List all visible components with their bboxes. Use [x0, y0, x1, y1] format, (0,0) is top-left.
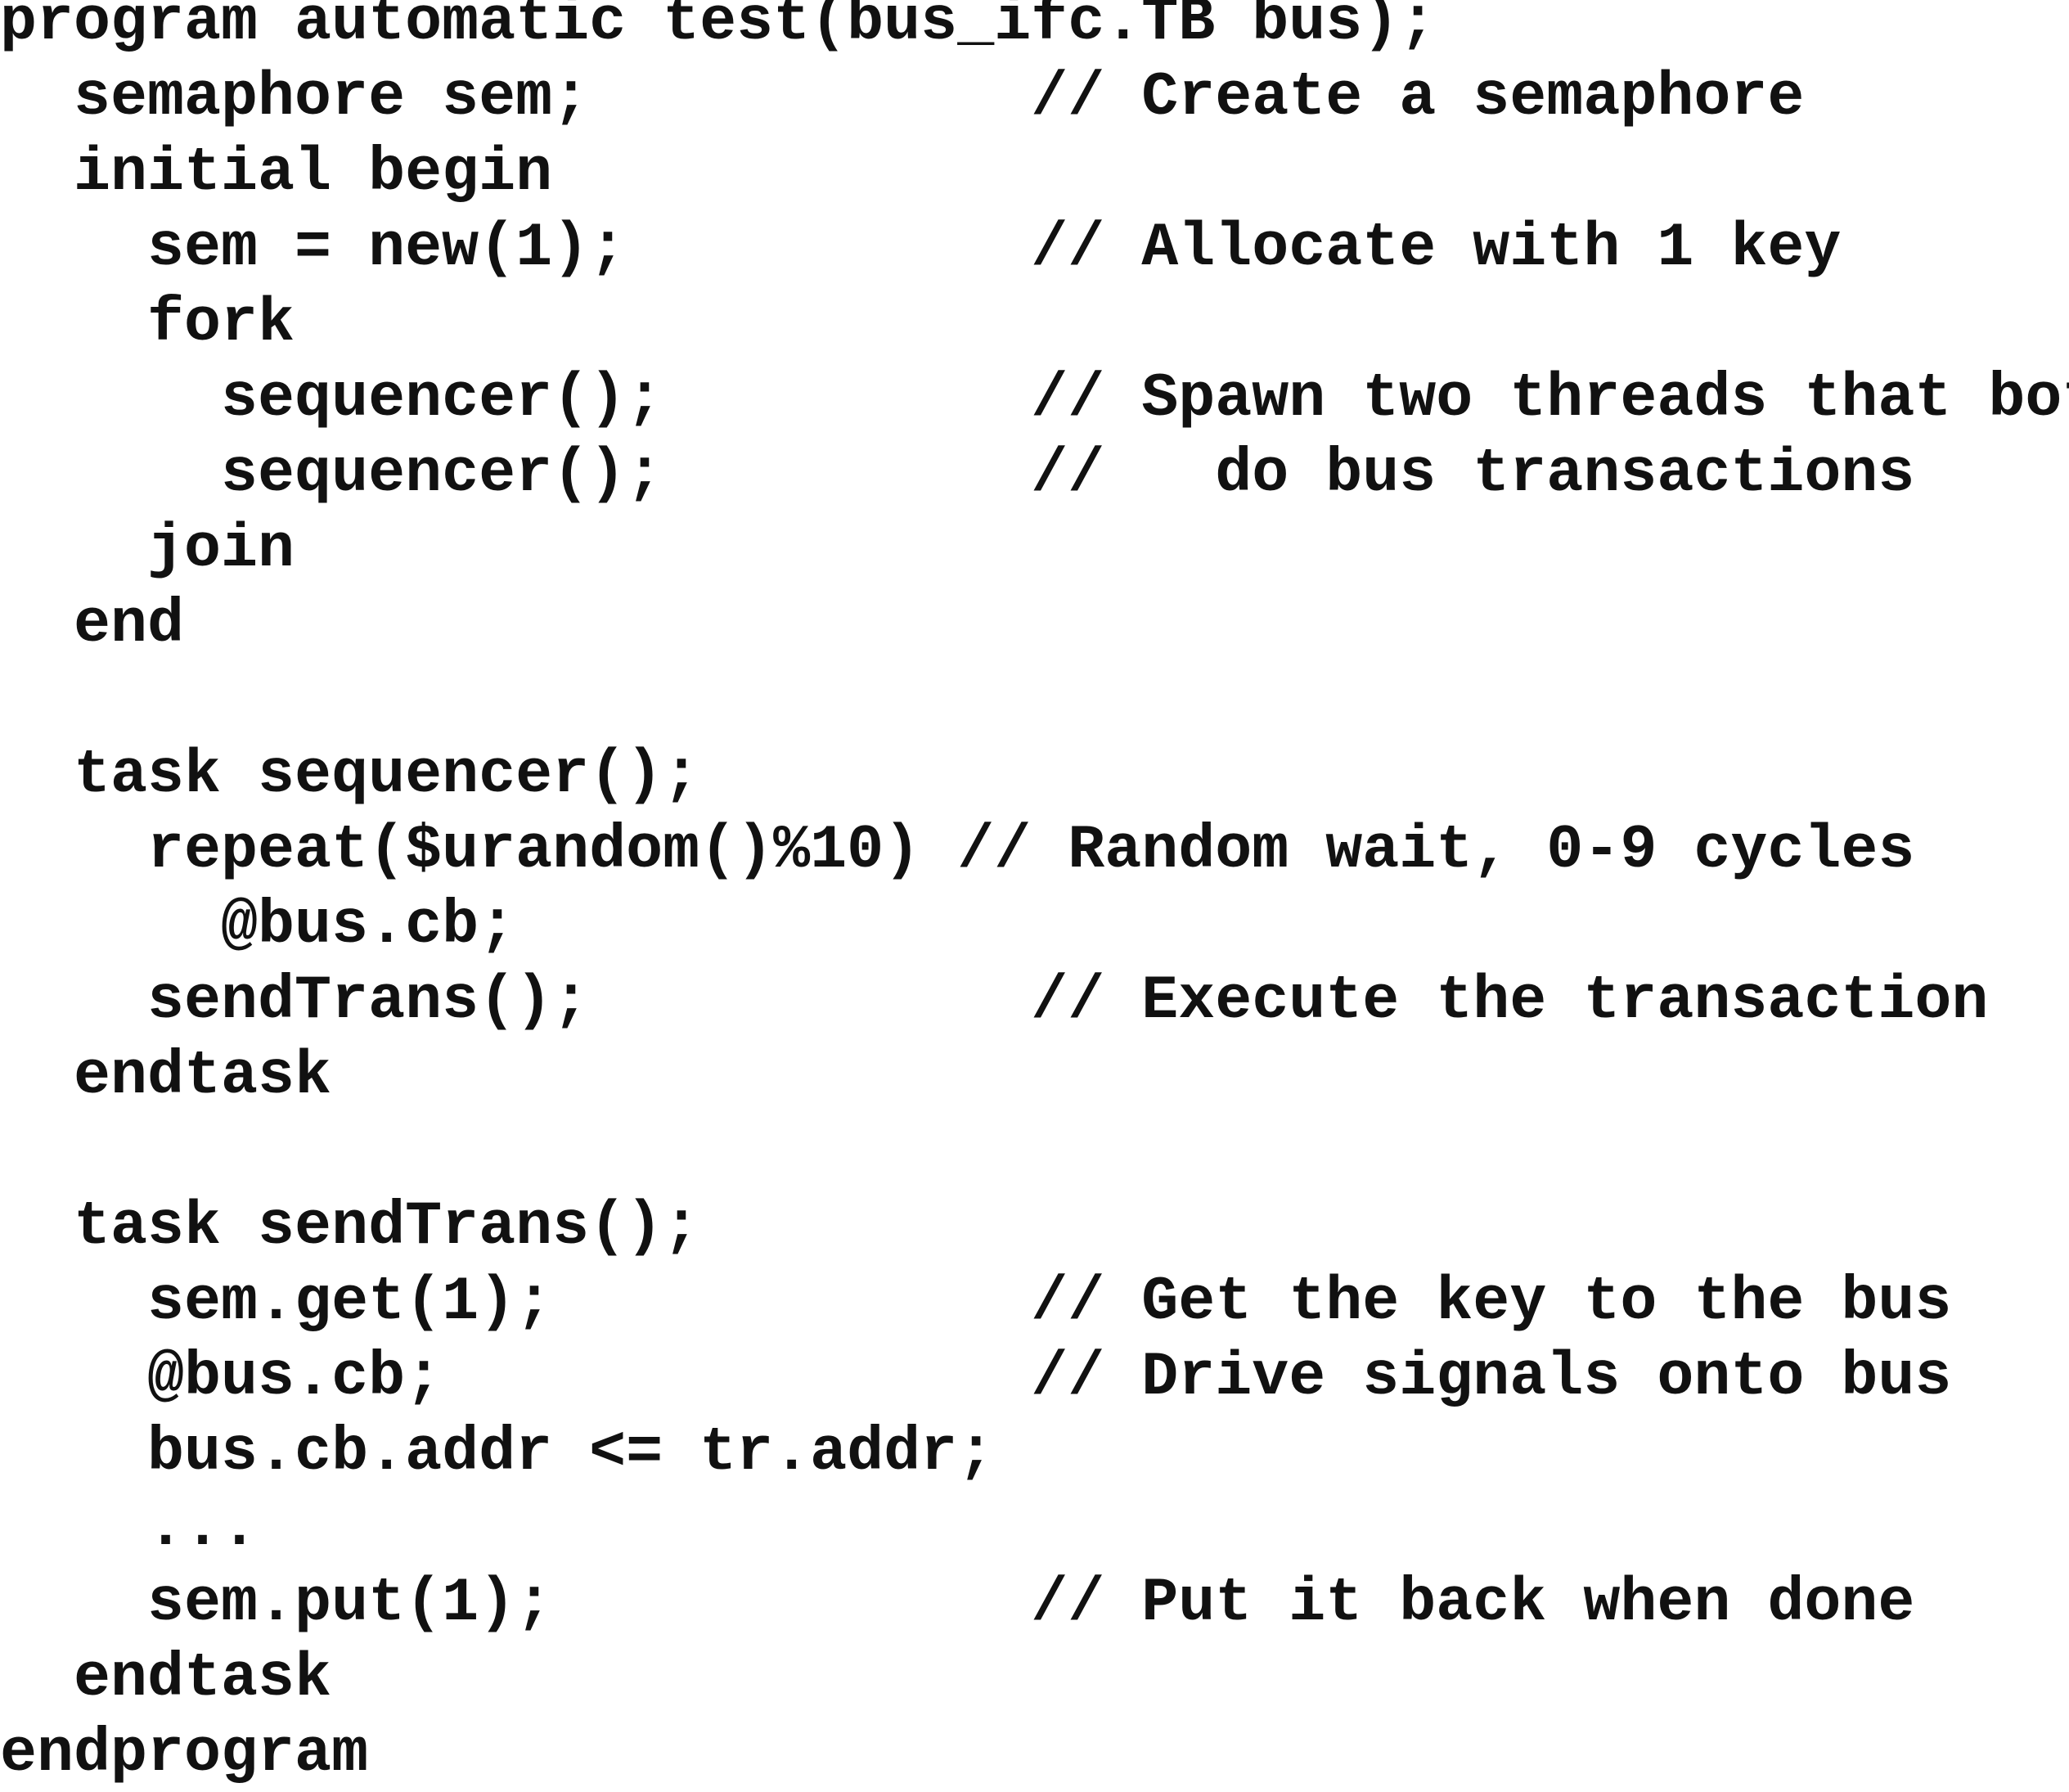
code-line-23: endtask	[0, 1644, 332, 1713]
code-line-17: task sendTrans();	[0, 1192, 700, 1262]
code-line-14: sendTrans(); // Execute the transaction	[0, 966, 1989, 1036]
code-line-6: sequencer(); // Spawn two threads that b…	[0, 364, 2069, 434]
code-line-24: endprogram	[0, 1719, 369, 1789]
code-line-22: sem.put(1); // Put it back when done	[0, 1569, 1915, 1638]
code-line-2: semaphore sem; // Create a semaphore	[0, 63, 1805, 133]
code-line-3: initial begin	[0, 138, 553, 208]
code-line-8: join	[0, 515, 295, 584]
code-line-9: end	[0, 590, 185, 660]
code-line-13: @bus.cb;	[0, 891, 516, 961]
code-line-11: task sequencer();	[0, 741, 700, 810]
code-line-7: sequencer(); // do bus transactions	[0, 439, 1915, 509]
code-line-5: fork	[0, 289, 295, 358]
code-line-12: repeat($urandom()%10) // Random wait, 0-…	[0, 816, 1915, 885]
code-line-1: program automatic test(bus_ifc.TB bus);	[0, 0, 1437, 57]
code-line-20: bus.cb.addr <= tr.addr;	[0, 1418, 995, 1488]
code-line-18: sem.get(1); // Get the key to the bus	[0, 1267, 1952, 1337]
code-line-21: ...	[0, 1493, 259, 1563]
code-line-4: sem = new(1); // Allocate with 1 key	[0, 214, 1842, 283]
code-line-15: endtask	[0, 1042, 332, 1111]
code-line-19: @bus.cb; // Drive signals onto bus	[0, 1343, 1952, 1412]
